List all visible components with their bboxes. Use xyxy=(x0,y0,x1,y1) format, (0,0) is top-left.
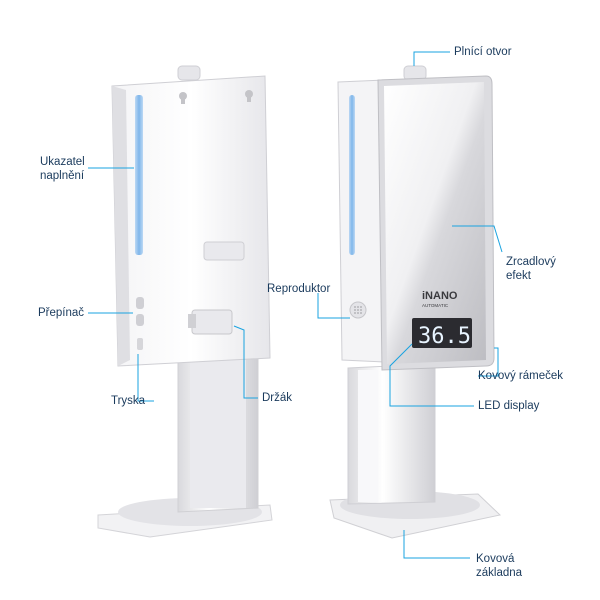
mirror-panel xyxy=(384,82,486,364)
led-display-panel xyxy=(412,318,472,348)
fill-indicator-bar xyxy=(135,95,143,255)
mount-hole-right xyxy=(245,90,253,102)
label-fill-indicator: Ukazatel naplnění xyxy=(40,156,85,182)
holder-top xyxy=(203,241,245,261)
label-switch: Přepínač xyxy=(38,307,85,319)
callout-nozzle xyxy=(137,354,154,402)
callout-fill-opening xyxy=(413,51,450,66)
mount-hole-left xyxy=(179,92,187,104)
callout-metal-base xyxy=(403,530,470,559)
callout-lines xyxy=(88,51,503,559)
switch-2 xyxy=(136,314,144,326)
label-speaker: Reproduktor xyxy=(267,283,331,295)
callout-holder xyxy=(233,325,258,399)
brand-sub: AUTOMATIC xyxy=(422,303,449,308)
led-reading: 36.5 xyxy=(418,324,471,349)
switch-1 xyxy=(136,297,144,309)
rear-view-device xyxy=(97,65,273,538)
callout-speaker xyxy=(317,293,350,319)
callout-mirror xyxy=(452,225,503,253)
holder-clamp xyxy=(191,309,233,335)
label-mirror-effect: Zrcadlový efekt xyxy=(506,256,556,282)
callout-metal-frame xyxy=(478,347,499,377)
label-fill-opening: Plnící otvor xyxy=(454,46,512,58)
front-fill-indicator-bar xyxy=(349,95,355,255)
front-view-device: iNANO AUTOMATIC 36.5 xyxy=(329,65,502,539)
label-metal-frame: Kovový rámeček xyxy=(478,370,564,382)
label-metal-base: Kovová základna xyxy=(476,553,523,579)
nozzle-port xyxy=(137,338,143,350)
label-holder: Držák xyxy=(262,392,293,404)
label-led-display: LED display xyxy=(478,400,540,412)
brand-logo: iNANO xyxy=(422,290,458,302)
callout-led-display xyxy=(389,343,474,407)
label-nozzle: Tryska xyxy=(111,395,146,407)
